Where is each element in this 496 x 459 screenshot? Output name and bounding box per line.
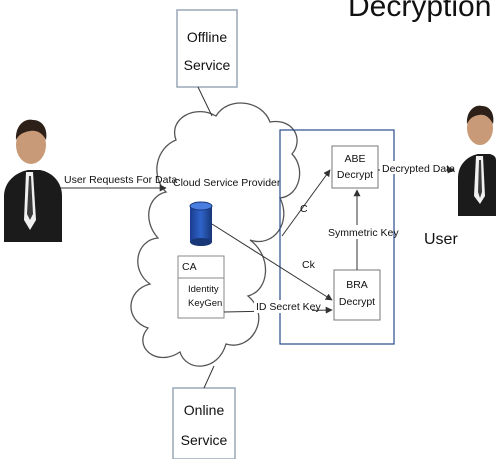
bra-decrypt-box: BRA Decrypt	[333, 269, 381, 321]
keygen-label: KeyGen	[188, 298, 222, 309]
decrypt-container	[279, 129, 395, 345]
decrypted-data-label: Decrypted Data	[382, 163, 455, 175]
abe-decrypt-label: Decrypt	[337, 169, 373, 181]
online-to-cloud-edge	[203, 365, 215, 389]
offline-to-cloud-edge	[197, 86, 213, 117]
c-label: C	[300, 203, 308, 215]
user-label: User	[424, 231, 458, 248]
database-icon	[189, 201, 213, 246]
ca-label: CA	[182, 261, 197, 273]
diagram-title: Decryption	[348, 0, 491, 23]
user-person-icon	[4, 119, 62, 242]
user-person-icon	[458, 105, 496, 216]
offline-service-line1: Offline	[187, 29, 227, 45]
online-service-line1: Online	[184, 402, 225, 418]
id-secret-key-label: ID Secret Key	[256, 301, 322, 313]
ca-box: CA Identity KeyGen	[177, 255, 225, 319]
ck-arrow	[211, 223, 333, 301]
offline-service-box: Offline Service	[176, 9, 238, 88]
online-service-line2: Service	[181, 432, 228, 448]
offline-service-line2: Service	[184, 57, 231, 73]
symmetric-key-label: Symmetric Key	[328, 227, 399, 239]
user-requests-label: User Requests For Data	[64, 174, 177, 186]
online-service-box: Online Service	[172, 387, 236, 459]
abe-label: ABE	[344, 153, 365, 165]
cloud-shape	[130, 102, 301, 367]
bra-label: BRA	[346, 279, 368, 291]
c-arrow	[281, 169, 331, 237]
identity-label: Identity	[188, 284, 219, 295]
abe-decrypt-box: ABE Decrypt	[331, 145, 379, 189]
ck-label: Ck	[302, 259, 316, 271]
cloud-service-provider-label: Cloud Service Provider	[173, 177, 281, 189]
bra-decrypt-label: Decrypt	[339, 296, 375, 308]
